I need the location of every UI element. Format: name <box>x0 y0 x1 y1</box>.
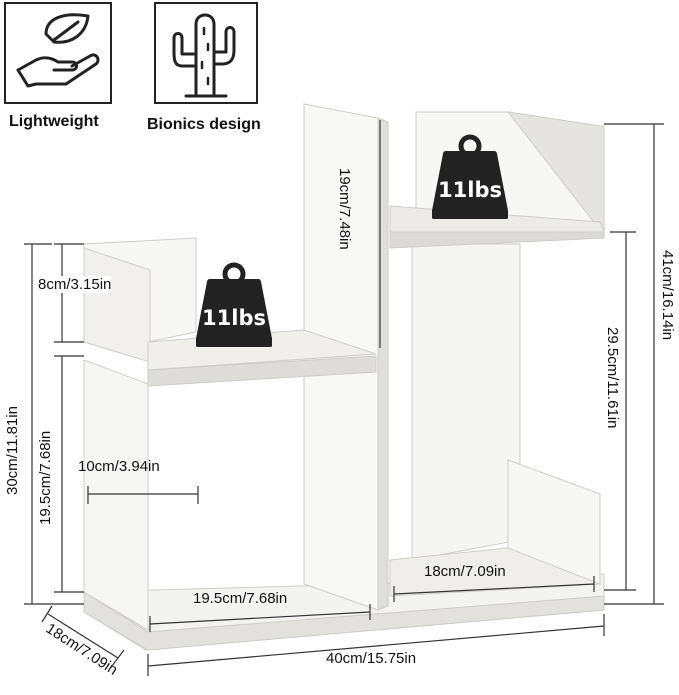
left-total-height-label: 30cm/11.81in <box>4 406 21 495</box>
right-column-height-label: 29.5cm/11.61in <box>604 327 621 429</box>
lightweight-label: Lightweight <box>9 113 99 130</box>
total-height-right-label: 41cm/16.14in <box>659 250 676 341</box>
total-width-label: 40cm/15.75in <box>326 650 417 667</box>
weight-badge-left-text: 11lbs <box>202 306 266 330</box>
weight-badge-left: 11lbs <box>196 262 272 347</box>
hand-leaf-icon <box>16 13 100 88</box>
left-bottom-width-label: 19.5cm/7.68in <box>193 590 288 607</box>
bionics-feature-box <box>154 2 258 104</box>
weight-badge-top: 11lbs <box>432 134 508 219</box>
top-shelf-height-label: 19cm/7.48in <box>336 168 353 250</box>
left-top-box-height-label: 8cm/3.15in <box>38 276 112 293</box>
lightweight-feature-box <box>4 2 112 104</box>
left-lower-height-label: 19.5cm/7.68in <box>37 430 54 525</box>
right-bottom-width-label: 18cm/7.09in <box>424 563 506 580</box>
cactus-icon <box>172 13 236 98</box>
bionics-label: Bionics design <box>147 116 261 133</box>
weight-badge-top-text: 11lbs <box>438 178 502 202</box>
inner-width-label: 10cm/3.94in <box>78 458 160 475</box>
